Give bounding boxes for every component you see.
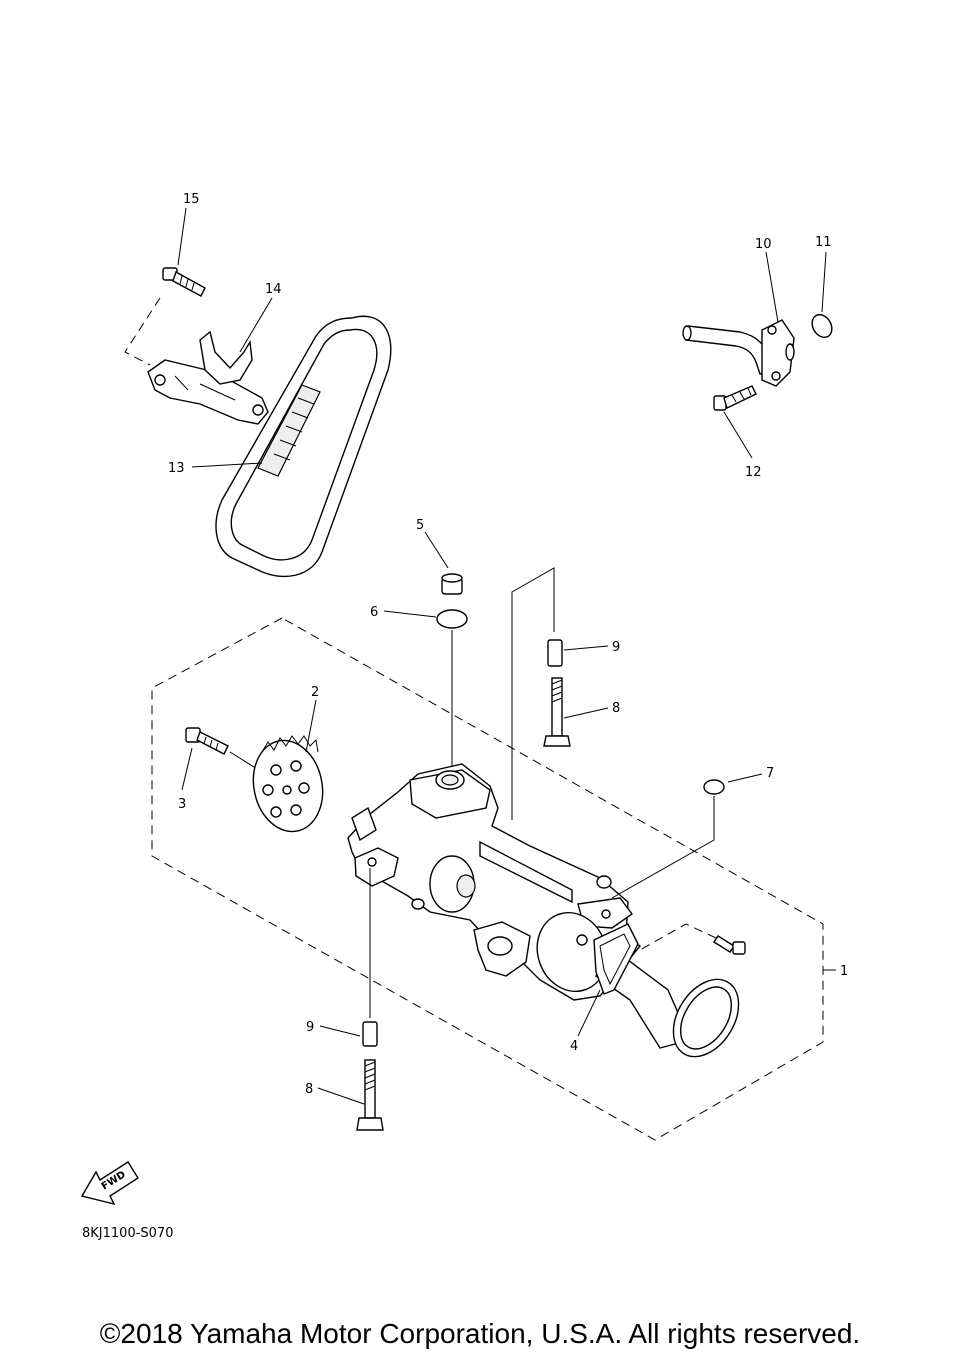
leader-3	[181, 747, 193, 791]
bolt-8-lower[interactable]	[356, 1059, 384, 1131]
callout-15[interactable]: 15	[183, 192, 200, 207]
callout-10[interactable]: 10	[755, 237, 772, 252]
oil-pump-drive-chain-13[interactable]	[215, 315, 392, 578]
callout-5[interactable]: 5	[416, 518, 424, 533]
o-ring-7[interactable]	[703, 779, 725, 795]
alignment-line-15	[124, 297, 161, 366]
assembly-line-8-upper	[511, 567, 555, 820]
diagram-code: 8KJ1100-S070	[82, 1226, 173, 1241]
dowel-pin-9-lower[interactable]	[362, 1021, 378, 1047]
callout-11[interactable]: 11	[815, 235, 832, 250]
callout-4[interactable]: 4	[570, 1039, 578, 1054]
leader-4	[577, 989, 601, 1037]
callout-7[interactable]: 7	[766, 766, 774, 781]
leader-6	[383, 610, 437, 618]
bolt-strainer[interactable]	[713, 935, 746, 955]
leader-13	[191, 462, 263, 468]
callout-12[interactable]: 12	[745, 465, 762, 480]
fwd-arrow-icon: FWD	[80, 1161, 139, 1206]
leader-15	[177, 207, 187, 266]
bolt-3[interactable]	[185, 727, 229, 755]
assembly-line-7	[611, 796, 715, 899]
leader-11	[821, 251, 827, 313]
oil-delivery-pipe-10[interactable]	[682, 319, 795, 387]
oil-pump-driven-sprocket-2[interactable]	[245, 734, 331, 838]
bolt-8-upper[interactable]	[543, 677, 571, 747]
callout-9-lower[interactable]: 9	[306, 1020, 314, 1035]
callout-6[interactable]: 6	[370, 605, 378, 620]
copyright-notice: ©2018 Yamaha Motor Corporation, U.S.A. A…	[99, 1318, 861, 1349]
collar-5[interactable]	[441, 573, 463, 595]
leader-9-upper	[563, 645, 609, 651]
callout-9-upper[interactable]: 9	[612, 640, 620, 655]
callout-8-upper[interactable]: 8	[612, 701, 620, 716]
callout-1[interactable]: 1	[840, 964, 848, 979]
oil-pump-drive-chain-guide-14[interactable]	[147, 330, 269, 425]
leader-8-lower	[317, 1087, 365, 1105]
o-ring-11[interactable]	[808, 311, 836, 341]
callout-3[interactable]: 3	[178, 797, 186, 812]
o-ring-6[interactable]	[436, 609, 468, 629]
callout-2[interactable]: 2	[311, 685, 319, 700]
leader-5	[424, 531, 449, 569]
alignment-line-strainer	[639, 923, 717, 951]
leader-14	[239, 297, 273, 353]
oil-pump-assembly[interactable]	[347, 763, 642, 1001]
callout-13[interactable]: 13	[168, 461, 185, 476]
bolt-12[interactable]	[713, 385, 757, 411]
assembly-box-1	[151, 617, 824, 1141]
leader-10	[765, 251, 779, 323]
gasket-4[interactable]	[593, 923, 639, 995]
callout-14[interactable]: 14	[265, 282, 282, 297]
leader-8-upper	[563, 707, 609, 719]
leader-12	[723, 411, 753, 459]
leader-9-lower	[319, 1025, 361, 1037]
leader-7	[727, 773, 763, 783]
bolt-15[interactable]	[162, 267, 206, 297]
callout-8-lower[interactable]: 8	[305, 1082, 313, 1097]
dowel-pin-9-upper[interactable]	[547, 639, 563, 667]
leader-2	[305, 699, 317, 753]
